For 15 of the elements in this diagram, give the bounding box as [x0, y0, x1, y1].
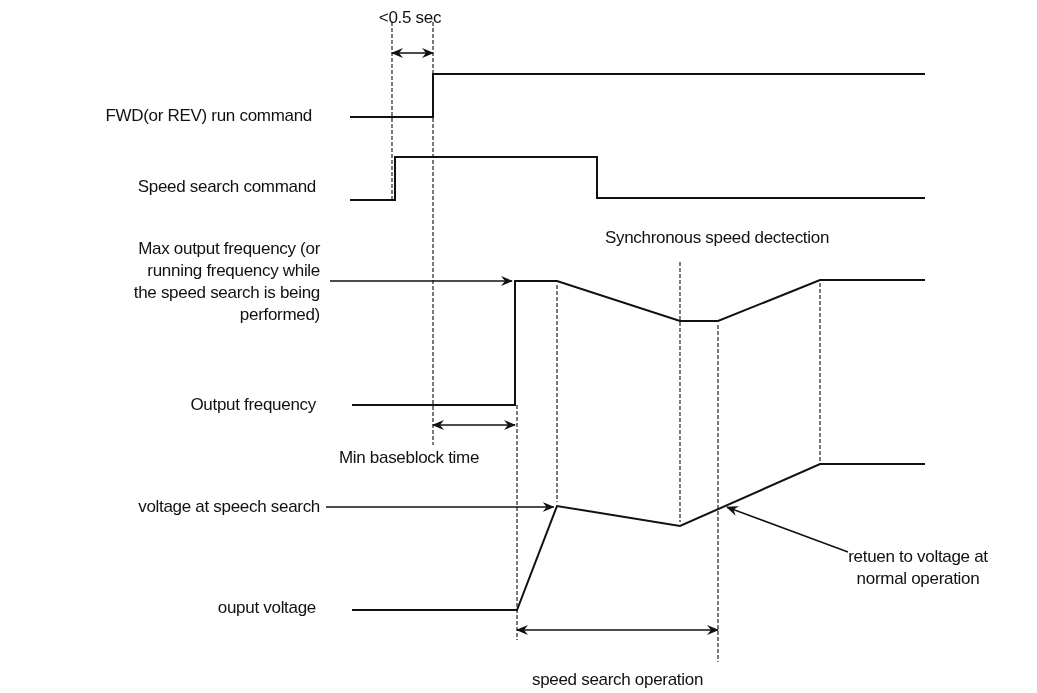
leader-arrow: [726, 506, 849, 553]
signal-description: Max output frequency (or running frequency while the speed search is being performed): [132, 238, 320, 326]
diagram-label: Min baseblock time: [337, 448, 481, 468]
diagram-label: <0.5 sec: [377, 8, 443, 28]
leader-arrow: [329, 276, 513, 286]
output-frequency-waveform: [351, 279, 926, 406]
diagram-label: Output frequency: [189, 395, 316, 415]
diagram-label: speed search operation: [530, 670, 705, 690]
diagram-label: Speed search command: [136, 177, 316, 197]
diagram-label: Synchronous speed dectection: [603, 228, 831, 248]
signal-description: voltage at speech search: [137, 496, 320, 518]
signal-description: retuen to voltage at normal operation: [847, 546, 989, 590]
leader-arrow: [325, 502, 555, 512]
diagram-label: FWD(or REV) run command: [104, 106, 312, 126]
diagram-label: ouput voltage: [216, 598, 316, 618]
